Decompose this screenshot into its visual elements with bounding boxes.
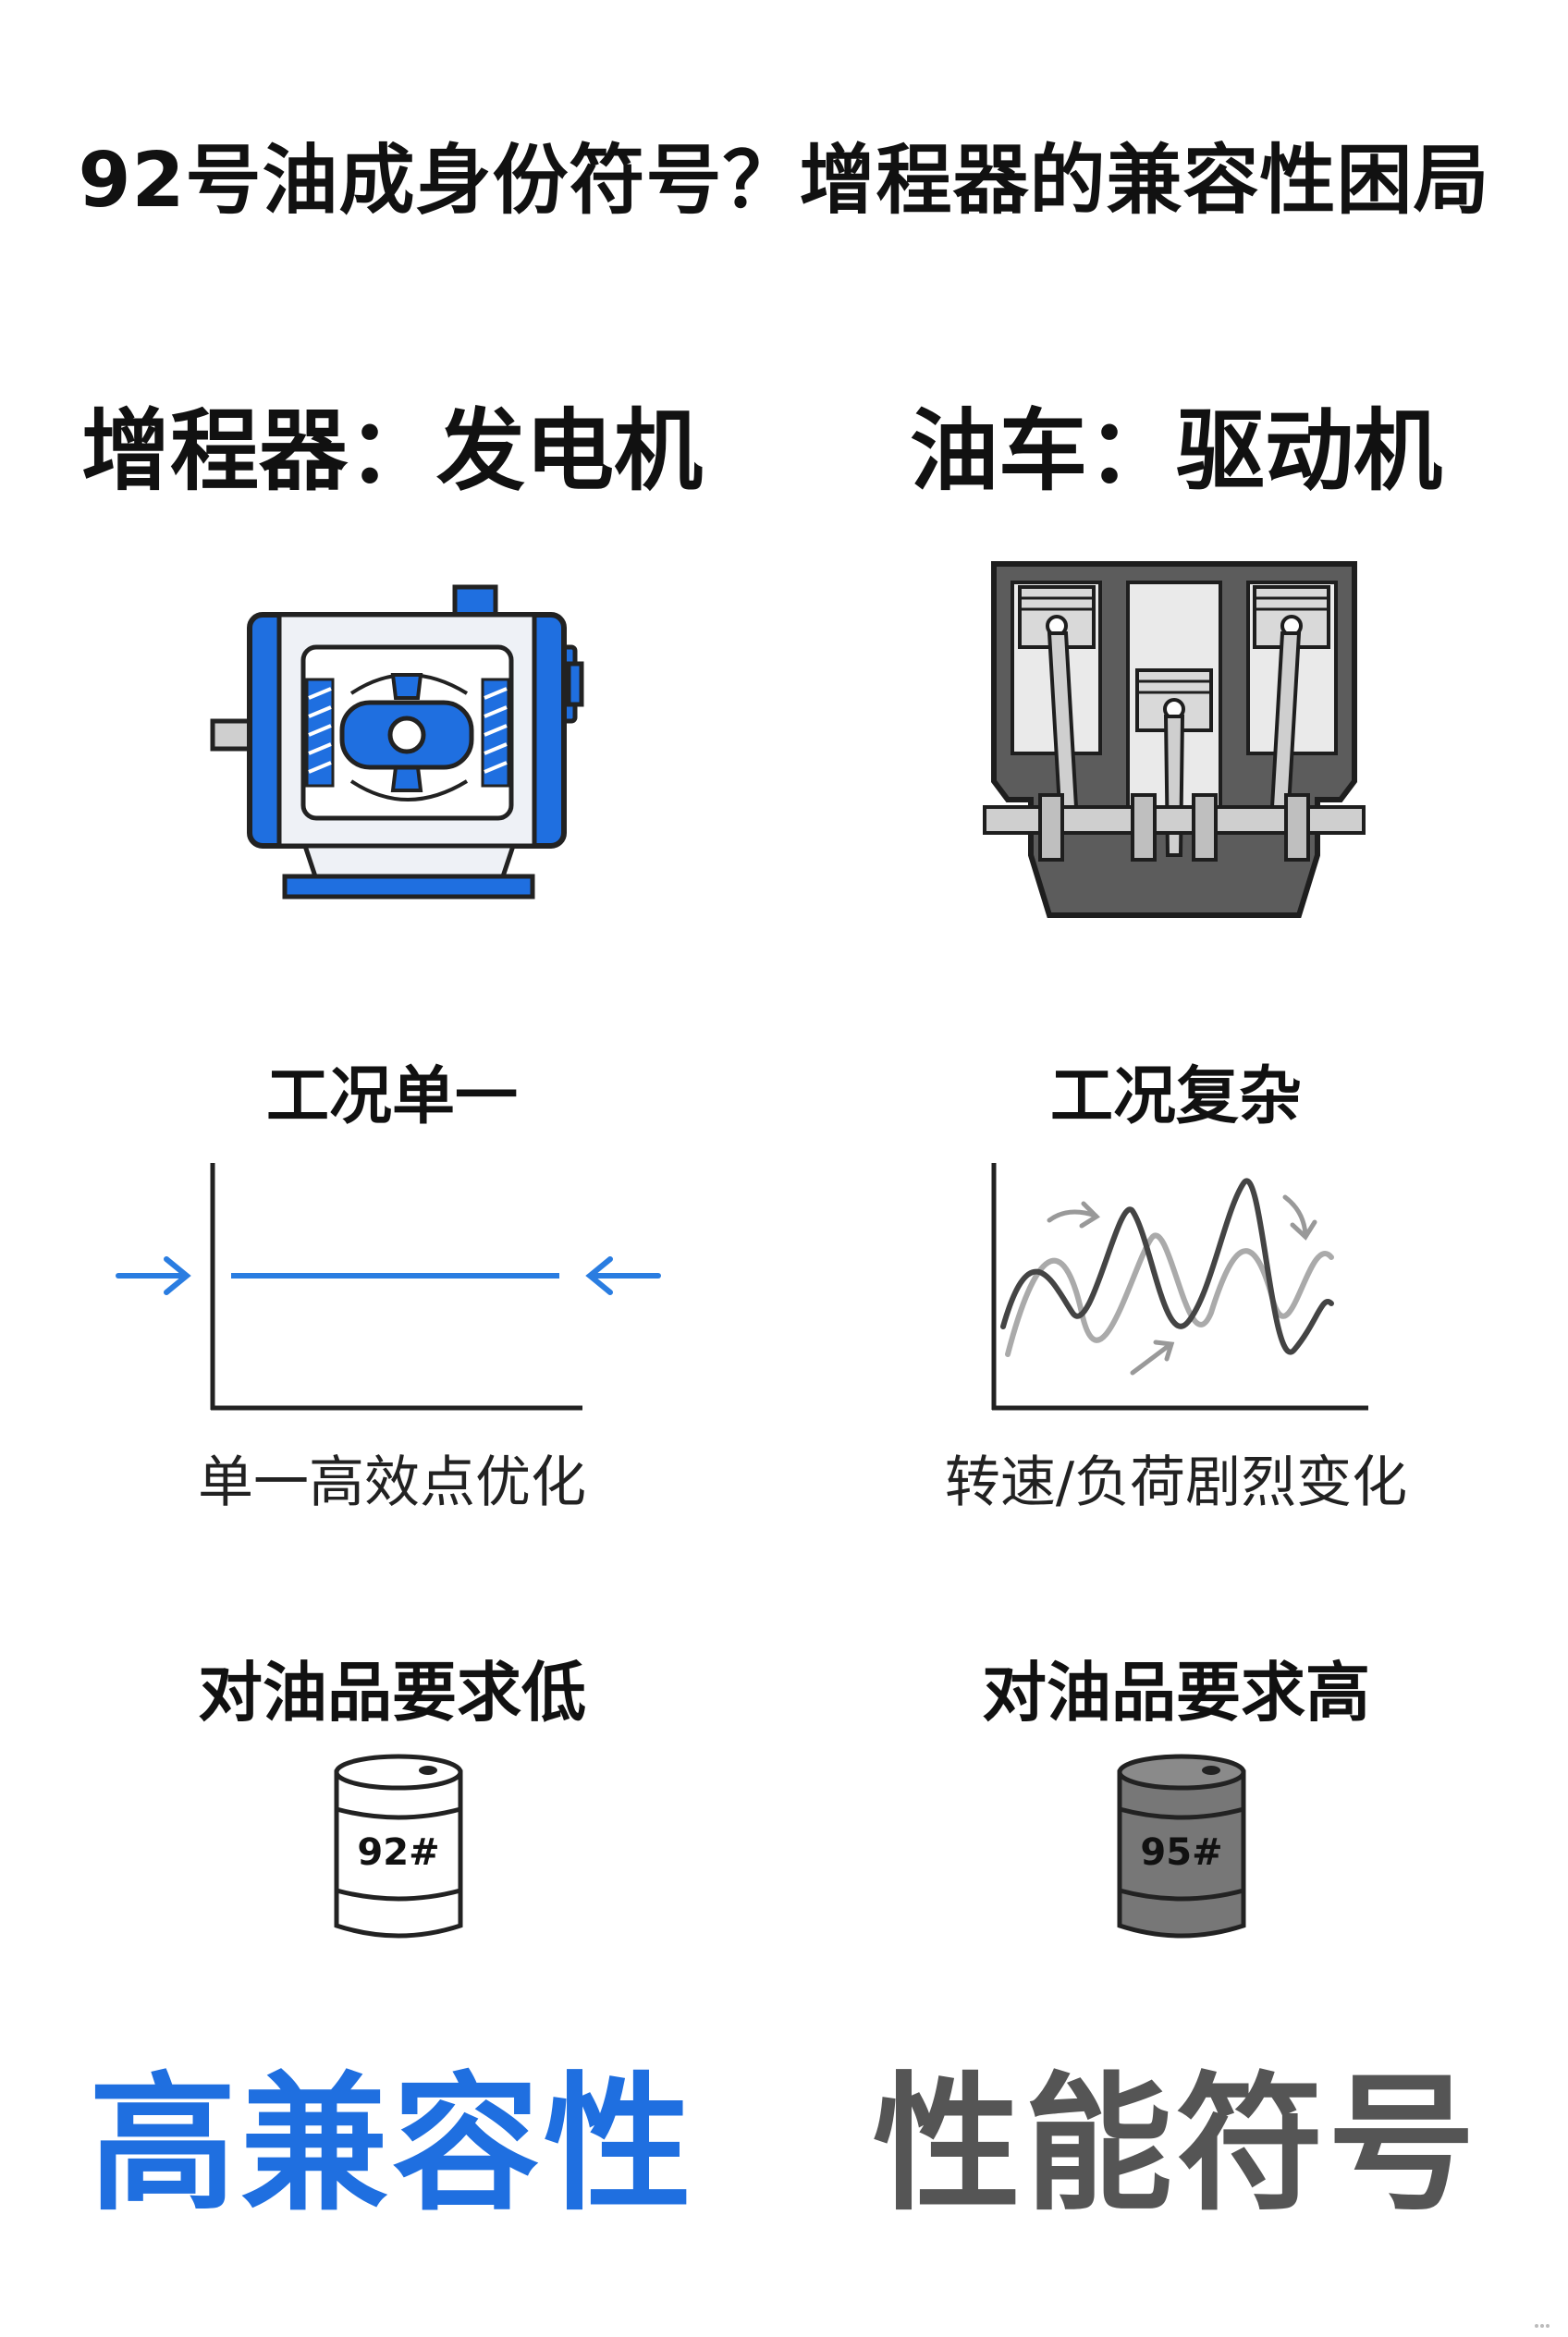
right-fuel-requirement: 对油品要求高 <box>982 1655 1370 1731</box>
fuel-barrel-95-icon: 95# <box>1114 1752 1249 1946</box>
barrel-label-95: 95# <box>1140 1831 1223 1874</box>
left-heading: 增程器：发电机 <box>81 399 703 503</box>
left-graph-caption: 单一高效点优化 <box>198 1450 586 1515</box>
right-graph-caption: 转速/负荷剧烈变化 <box>944 1450 1408 1515</box>
left-arrow-icon <box>116 1256 191 1295</box>
engine-pistons-icon <box>983 561 1366 918</box>
watermark-icon <box>1535 2324 1550 2328</box>
fuel-barrel-92-icon: 92# <box>331 1752 466 1946</box>
right-heading: 油车：驱动机 <box>910 399 1442 503</box>
flat-operating-graph <box>116 1163 661 1411</box>
fluctuating-operating-graph <box>991 1163 1368 1411</box>
barrel-label-92: 92# <box>357 1831 440 1874</box>
page-title: 92号油成身份符号？增程器的兼容性困局 <box>78 137 1490 225</box>
left-condition: 工况单一 <box>265 1060 518 1133</box>
right-arrow-icon <box>585 1256 661 1295</box>
left-fuel-requirement: 对油品要求低 <box>198 1655 586 1731</box>
left-conclusion: 高兼容性 <box>88 2058 695 2231</box>
right-conclusion: 性能符号 <box>872 2058 1479 2231</box>
generator-motor-icon <box>210 584 584 899</box>
right-condition: 工况复杂 <box>1049 1060 1302 1133</box>
